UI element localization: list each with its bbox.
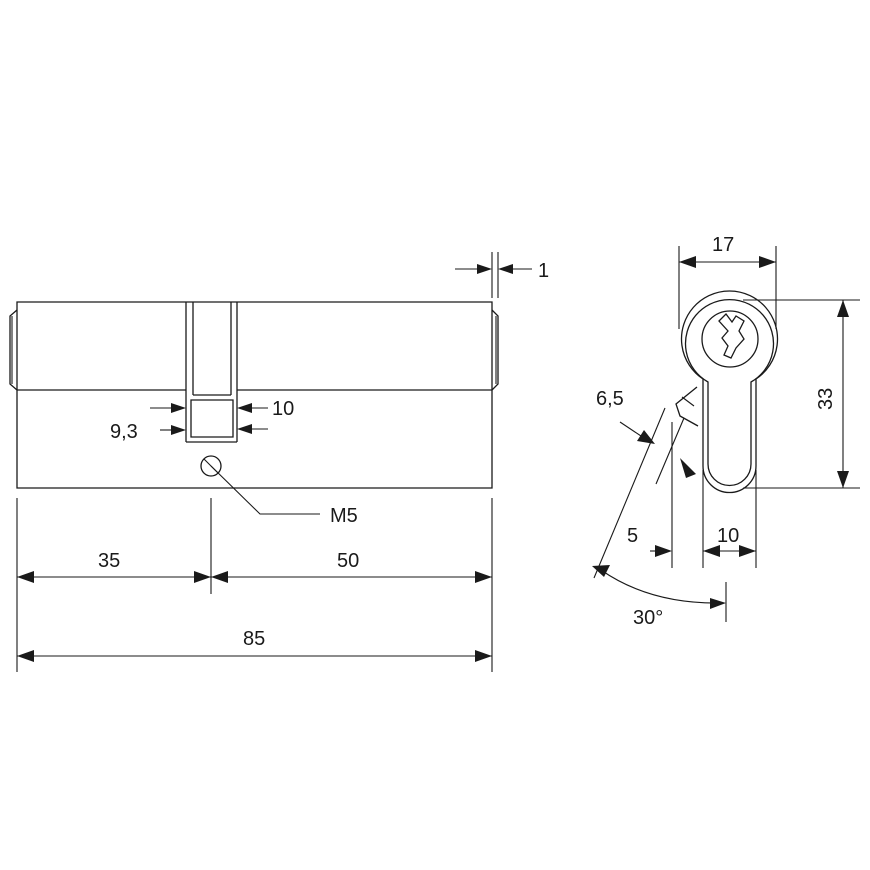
label-height: 33 — [815, 388, 837, 410]
profile-outline-inner — [684, 298, 775, 487]
cam-slot — [185, 302, 238, 443]
angle-arc — [600, 569, 721, 604]
cam-tip — [675, 386, 699, 427]
cylinder-body-outline — [16, 301, 493, 489]
label-cam-thickness: 6,5 — [596, 388, 624, 410]
label-cam-gap-left: 9,3 — [110, 421, 138, 443]
label-left-section: 35 — [98, 550, 120, 572]
keyway — [718, 313, 745, 359]
label-cam-offset: 5 — [627, 525, 638, 547]
screw-hole — [200, 455, 320, 515]
left-end-cap — [9, 309, 18, 391]
label-total-length: 85 — [243, 628, 265, 650]
plug-circle — [701, 310, 759, 368]
label-end-offset: 1 — [538, 260, 549, 282]
m5-leader — [210, 465, 320, 515]
label-cam-gap-right: 10 — [272, 398, 294, 420]
label-bottom-width: 10 — [717, 525, 739, 547]
label-cam-angle: 30° — [633, 607, 663, 629]
label-width: 17 — [712, 234, 734, 256]
front-view: 17 33 10 5 6,5 30° — [592, 234, 860, 629]
right-end-cap — [491, 309, 499, 391]
profile-outline-outer — [680, 290, 779, 494]
label-right-section: 50 — [337, 550, 359, 572]
side-view: M5 10 9,3 1 35 50 — [9, 252, 549, 672]
label-m5: M5 — [330, 505, 358, 527]
